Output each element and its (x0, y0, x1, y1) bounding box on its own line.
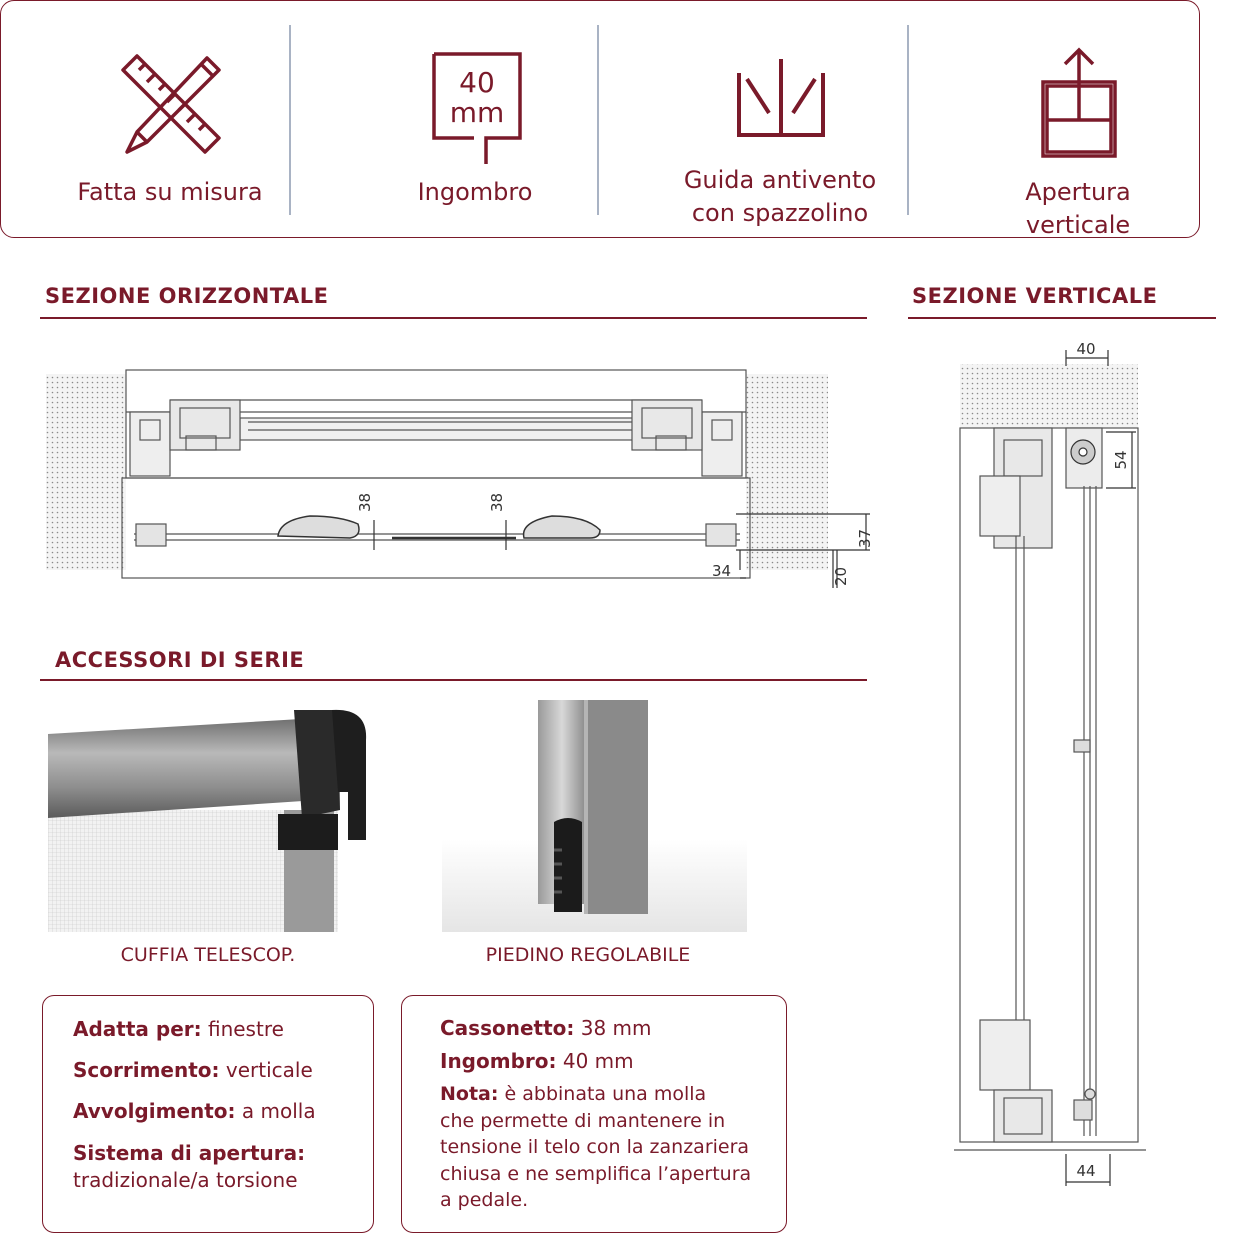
foot-photo (442, 700, 747, 932)
spec-note-line: a pedale. (440, 1189, 529, 1211)
vertical-section-drawing: 40 54 44 (954, 340, 1146, 1186)
handle-left (277, 515, 360, 539)
features-panel (0, 0, 1200, 238)
title-underline (908, 317, 1216, 319)
lintel-block (960, 364, 1138, 428)
spec-note-line: che permette di mantenere in (440, 1110, 726, 1132)
vertical-opening-icon (1041, 47, 1117, 158)
dimension-label: 37 (856, 529, 874, 548)
spec-line-box: Cassonetto: 38 mm (440, 1016, 652, 1040)
spec-note-line: tensione il telo con la zanzariera (440, 1136, 750, 1158)
dimension-label: 38 (356, 493, 374, 512)
spec-line-footprint: Ingombro: 40 mm (440, 1049, 634, 1073)
spec-line-note: Nota: è abbinata una molla (440, 1083, 707, 1105)
cap-photo (48, 700, 373, 932)
feature-label-footprint: Ingombro (417, 178, 533, 206)
dimension-label: 44 (1076, 1162, 1095, 1180)
spec-line-opening-system: Sistema di apertura: (73, 1141, 306, 1165)
feature-separator (907, 25, 909, 215)
feature-label-custom-size: Fatta su misura (77, 178, 263, 206)
dimension-box-icon: 40 mm (432, 52, 522, 164)
dimension-label: 54 (1112, 450, 1130, 469)
dimension-label: 40 (1076, 340, 1095, 358)
dimension-box-unit: mm (450, 96, 505, 129)
brush-guide-icon (737, 59, 825, 137)
title-underline (40, 317, 867, 319)
ruler-pencil-icon (121, 54, 221, 154)
spec-line-winding: Avvolgimento: a molla (73, 1099, 316, 1123)
dimension-label: 34 (712, 562, 731, 580)
handle-right (522, 515, 601, 539)
feature-label-vertical-opening: Apertura verticale (1025, 178, 1131, 239)
horizontal-section-title: SEZIONE ORIZZONTALE (45, 284, 329, 308)
dimension-label: 38 (488, 493, 506, 512)
accessories-title: ACCESSORI DI SERIE (55, 648, 305, 672)
horizontal-section-drawing: 38 38 37 34 20 (46, 369, 874, 588)
spec-line-suitable-for: Adatta per: finestre (73, 1017, 284, 1041)
specs-box-right (401, 995, 787, 1233)
wall-block-left (46, 374, 126, 570)
feature-label-brush-guide: Guida antivento con spazzolino (683, 166, 877, 227)
vertical-section-title: SEZIONE VERTICALE (912, 284, 1158, 308)
title-underline (40, 679, 867, 681)
feature-separator (597, 25, 599, 215)
specs-box-left (42, 995, 374, 1233)
wall-block-right (746, 374, 828, 570)
accessory-caption-foot: PIEDINO REGOLABILE (485, 944, 691, 966)
spec-line-opening-system-value: tradizionale/a torsione (73, 1168, 298, 1192)
dimension-box-number: 40 (459, 66, 495, 99)
accessory-caption-cap: CUFFIA TELESCOP. (120, 944, 296, 966)
spec-line-sliding: Scorrimento: verticale (73, 1058, 313, 1082)
dimension-label: 20 (832, 567, 850, 586)
feature-separator (289, 25, 291, 215)
spec-note-line: chiusa e ne semplifica l’apertura (440, 1163, 752, 1185)
